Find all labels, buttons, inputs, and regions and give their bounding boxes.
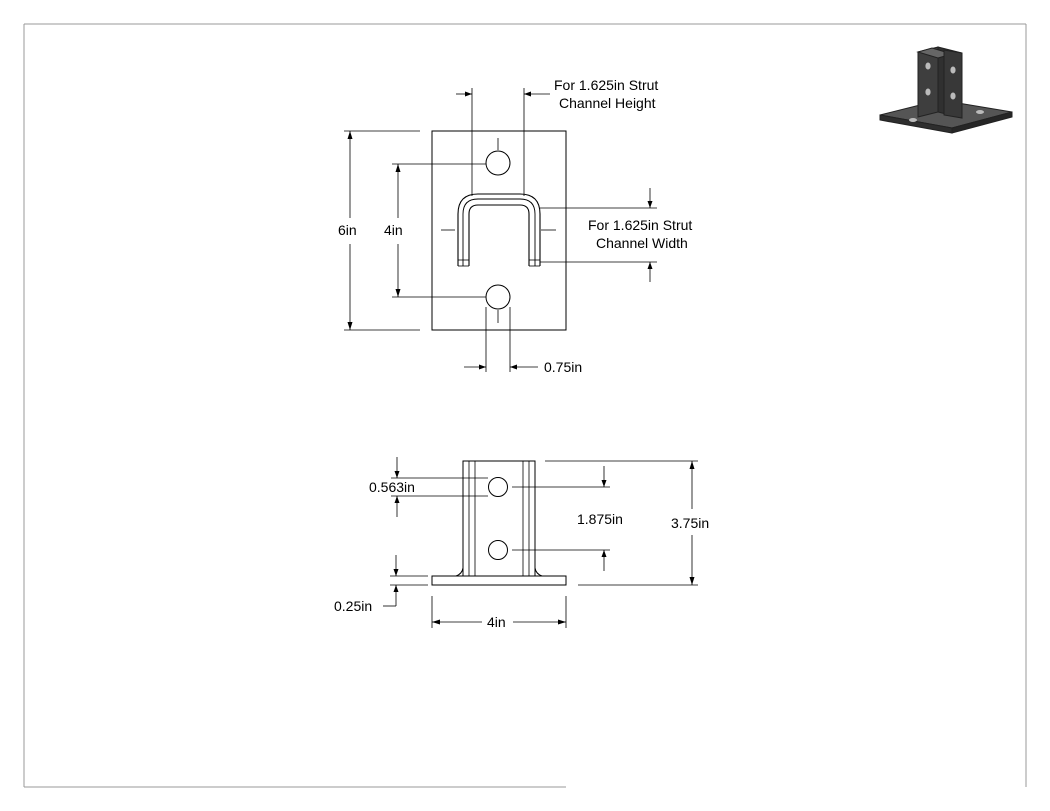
hole-pitch-label: 1.875in — [577, 511, 623, 527]
hole-offset-label: 0.563in — [369, 479, 415, 495]
dim-strut-channel-height: For 1.625in Strut Channel Height — [456, 77, 658, 196]
strut-height-callout-line1: For 1.625in Strut — [554, 77, 658, 93]
hole-spacing-label: 4in — [384, 222, 403, 238]
post-base-3d-icon — [879, 46, 1013, 134]
strut-width-callout-line2: Channel Width — [596, 235, 688, 251]
hole-diameter-label: 0.75in — [544, 359, 582, 375]
strut-width-callout-line1: For 1.625in Strut — [588, 217, 692, 233]
dim-plate-height: 6in — [338, 130, 420, 331]
front-upper-hole — [488, 477, 508, 497]
sheet-border — [23, 23, 1027, 788]
top-hole — [485, 150, 511, 176]
dim-hole-spacing: 4in — [384, 163, 486, 298]
dim-strut-channel-width: For 1.625in Strut Channel Width — [540, 188, 692, 282]
plate-height-label: 6in — [338, 222, 357, 238]
front-base-plate — [431, 575, 567, 586]
dim-hole-offset: 0.563in — [369, 457, 488, 517]
top-view: For 1.625in Strut Channel Height For 1.6… — [338, 77, 692, 375]
bottom-hole — [485, 284, 511, 310]
plate-thickness-label: 0.25in — [334, 598, 372, 614]
dim-overall-height: 3.75in — [545, 460, 709, 586]
strut-height-callout-line2: Channel Height — [559, 95, 656, 111]
front-view: 0.563in 1.875in 3.75in — [334, 457, 709, 630]
dim-hole-diameter: 0.75in — [464, 307, 582, 375]
dim-plate-thickness: 0.25in — [334, 555, 428, 614]
dim-hole-pitch: 1.875in — [512, 466, 623, 571]
front-lower-hole — [488, 540, 508, 560]
strut-socket — [457, 193, 541, 267]
plate-width-label: 4in — [487, 614, 506, 630]
dim-plate-width: 4in — [431, 596, 567, 630]
overall-height-label: 3.75in — [671, 515, 709, 531]
